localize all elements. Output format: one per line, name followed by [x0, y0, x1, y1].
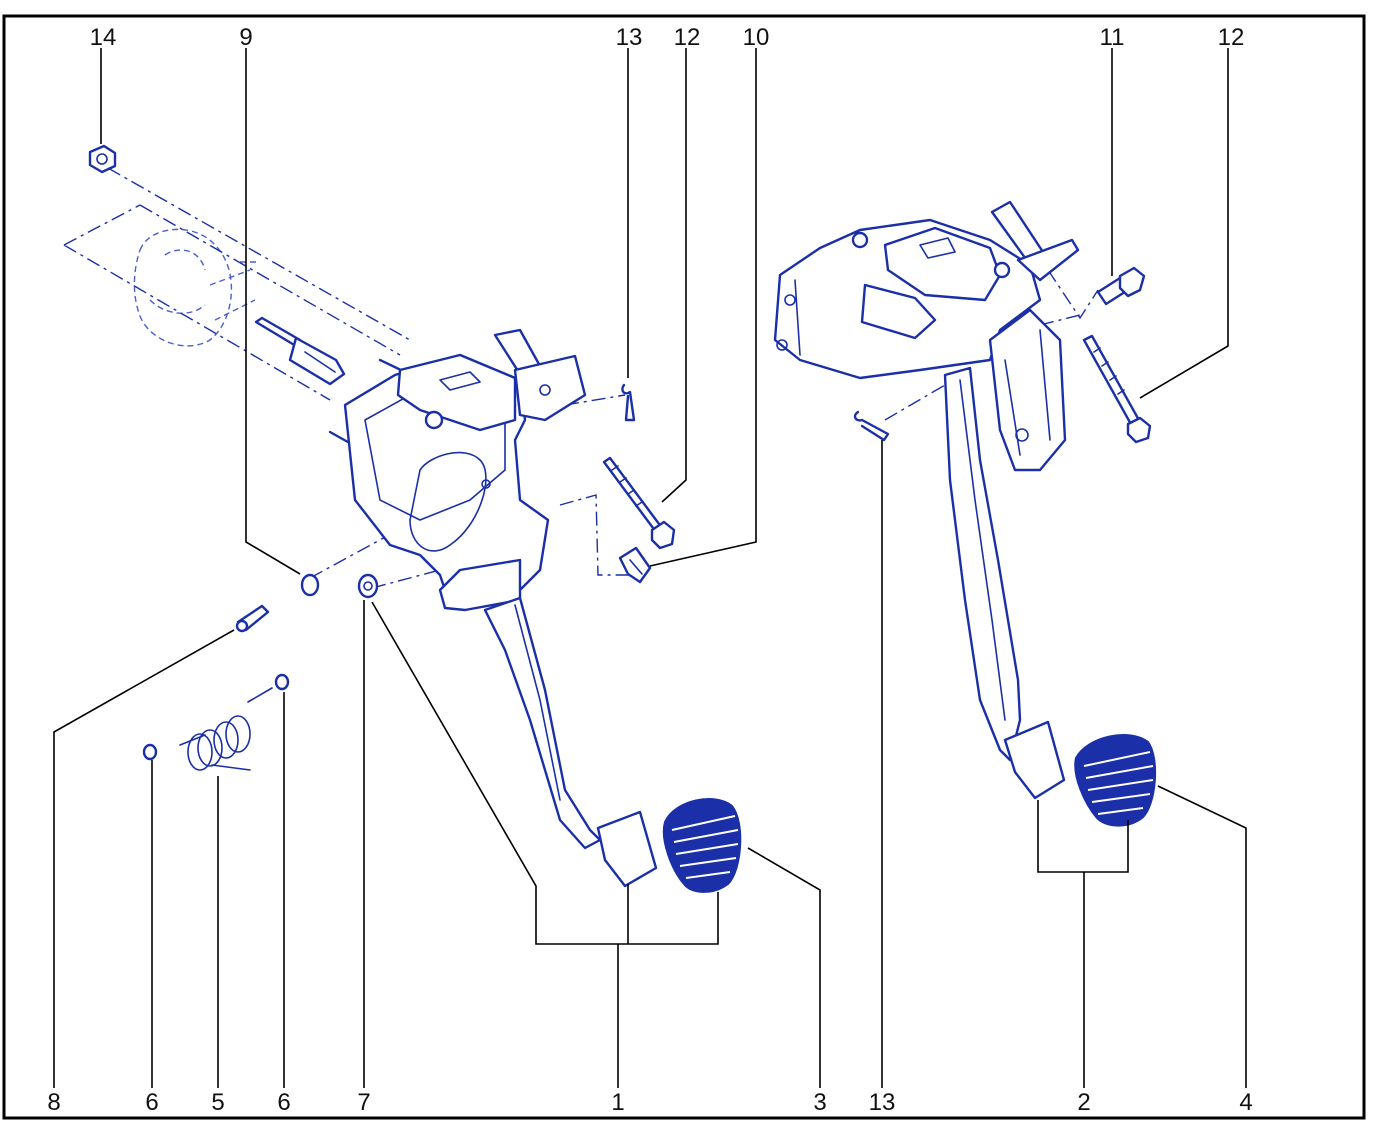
callout-14-top: 14 — [90, 24, 117, 51]
callout-labels: 14 9 13 12 10 11 12 8 6 5 6 7 1 3 13 2 4 — [47, 24, 1252, 1116]
right-pedal-arm-icon — [943, 308, 1067, 800]
bushing-7-icon — [357, 573, 379, 599]
brake-booster-ghost-icon — [133, 228, 258, 347]
clutch-pedal-pad-icon — [1074, 734, 1157, 827]
callout-8-bottom: 8 — [47, 1089, 60, 1116]
callout-3-bottom: 3 — [813, 1089, 826, 1116]
left-pedal-assembly — [63, 144, 742, 893]
callout-1-bottom: 1 — [611, 1089, 624, 1116]
bolt-11-icon — [1096, 266, 1146, 306]
callout-12-top-left: 12 — [674, 24, 701, 51]
callout-11-top: 11 — [1100, 24, 1125, 51]
callout-10-top: 10 — [743, 24, 770, 51]
brake-pedal-pad-icon — [662, 798, 742, 893]
callout-7-bottom: 7 — [357, 1089, 370, 1116]
pushrod-clevis-icon — [254, 316, 346, 386]
callout-12-top-right: 12 — [1218, 24, 1245, 51]
callout-6-bottom-left: 6 — [145, 1089, 158, 1116]
clip-13-left-icon — [621, 383, 636, 422]
diagram-frame — [2, 14, 1366, 1120]
leader-lines — [53, 48, 1247, 1088]
clip-13-right-icon — [853, 410, 890, 442]
bolt-12-right-icon — [1082, 334, 1152, 444]
bushing-9-icon — [300, 573, 320, 597]
callout-6-bottom-right: 6 — [277, 1089, 290, 1116]
callout-5-bottom: 5 — [211, 1089, 224, 1116]
callout-13-bottom: 13 — [869, 1089, 896, 1116]
bolt-12-left-icon — [602, 456, 676, 550]
callout-4-bottom: 4 — [1239, 1089, 1252, 1116]
pedal-bracket-right-icon — [773, 200, 1080, 380]
clip-10-icon — [618, 546, 652, 584]
callout-9-top: 9 — [239, 24, 252, 51]
pedal-bracket-left-icon — [343, 328, 587, 612]
right-pedal-assembly — [773, 200, 1157, 827]
washer-6a-icon — [142, 743, 158, 761]
nut-14-icon — [88, 144, 117, 174]
callout-13-top: 13 — [616, 24, 643, 51]
pin-8-icon — [235, 604, 270, 633]
callout-2-bottom: 2 — [1077, 1089, 1090, 1116]
washer-6b-icon — [274, 673, 290, 691]
left-pedal-arms-icon — [483, 596, 658, 888]
return-spring-5-icon — [179, 687, 273, 771]
